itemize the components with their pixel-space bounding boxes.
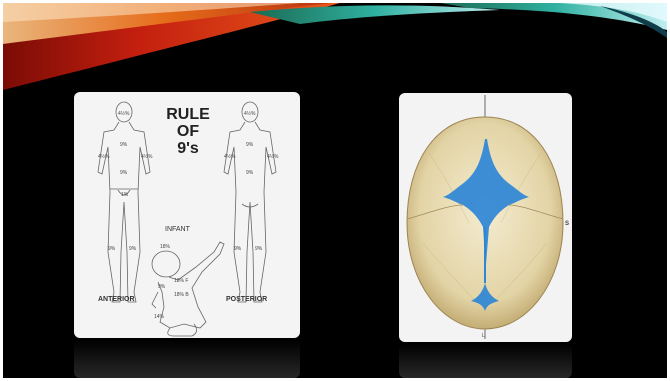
pct-infant-arm: 9% — [158, 284, 165, 290]
pct-infant-back: 18% B — [174, 292, 189, 298]
pct-back-arm-right: 4½% — [267, 154, 278, 160]
pct-back-upper: 9% — [246, 142, 253, 148]
pct-abdomen: 9% — [120, 170, 127, 176]
left-card-reflection — [74, 340, 300, 378]
anterior-label: ANTERIOR — [98, 296, 135, 303]
skull-illustration — [399, 93, 572, 342]
pct-infant-front: 18% F — [174, 278, 188, 284]
title-line-rule: RULE — [164, 106, 212, 123]
skull-fontanelle-diagram: S L — [399, 93, 572, 342]
pct-head-front: 4½% — [118, 111, 129, 117]
pct-back-leg-left: 9% — [234, 246, 241, 252]
pct-leg-right: 9% — [129, 246, 136, 252]
pct-arm-left: 4½% — [98, 154, 109, 160]
rule-of-nines-title: RULE OF 9's — [164, 106, 212, 157]
skull-bottom-mark: L — [482, 333, 485, 339]
pct-chest: 9% — [120, 142, 127, 148]
infant-label: INFANT — [165, 226, 190, 233]
skull-right-mark: S — [565, 221, 569, 227]
pct-back-arm-left: 4½% — [224, 154, 235, 160]
pct-groin: 1% — [121, 192, 128, 198]
pct-arm-right: 4½% — [141, 154, 152, 160]
title-line-of: OF — [164, 123, 212, 140]
pct-infant-leg: 14% — [154, 314, 164, 320]
right-card-reflection — [399, 344, 572, 378]
pct-infant-head: 18% — [160, 244, 170, 250]
title-line-nines: 9's — [164, 140, 212, 157]
pct-back-leg-right: 9% — [255, 246, 262, 252]
pct-head-back: 4½% — [244, 111, 255, 117]
rule-of-nines-diagram: RULE OF 9's 4½% 9% 9% 1% 4½% 4½% 9% 9% 4… — [74, 92, 300, 338]
pct-leg-left: 9% — [108, 246, 115, 252]
pct-back-lower: 9% — [246, 170, 253, 176]
header-banner — [0, 0, 670, 90]
posterior-label: POSTERIOR — [226, 296, 267, 303]
